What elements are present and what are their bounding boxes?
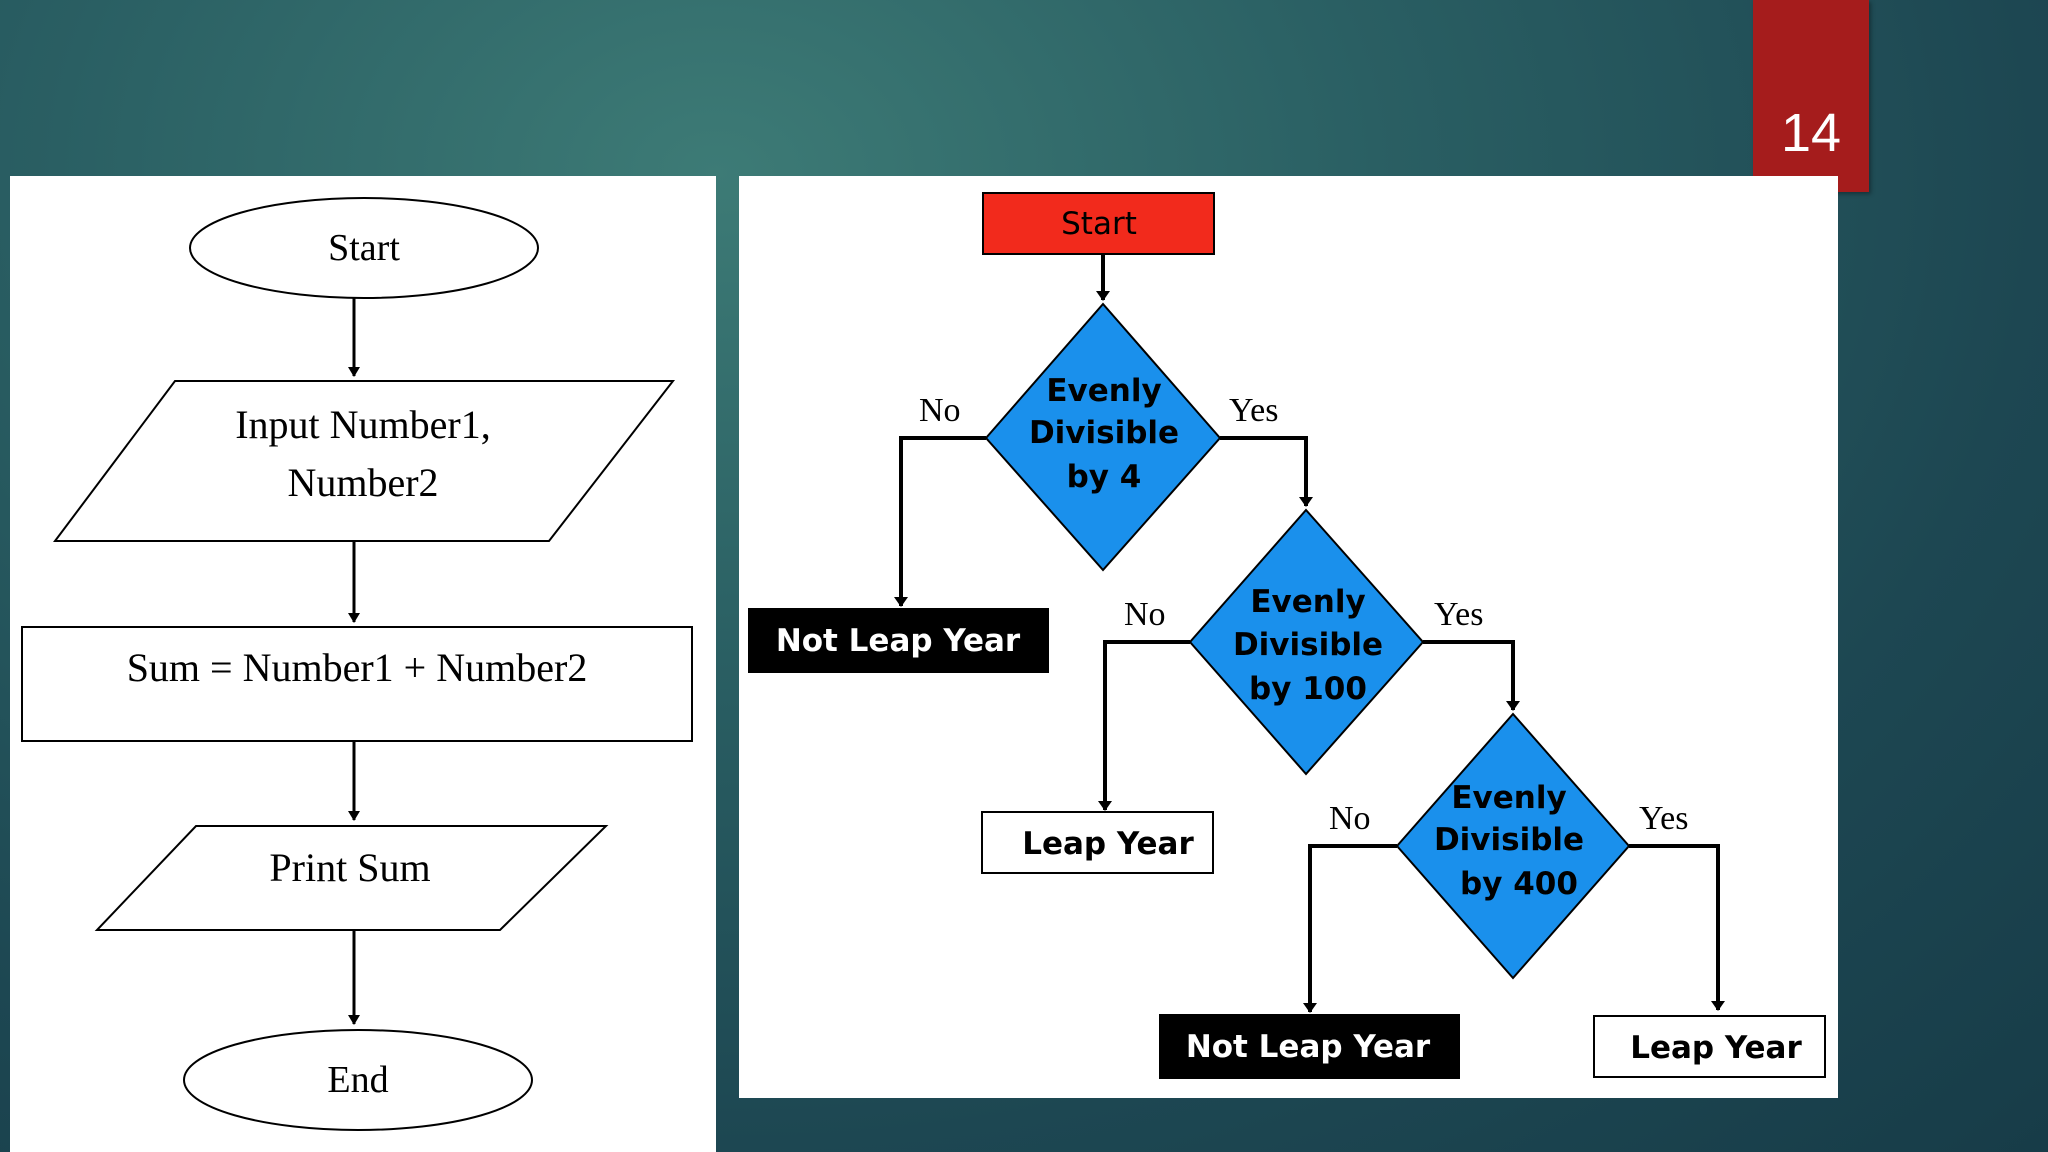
leap-year-flowchart: Start Evenly Divisible by 4 No Yes Not L… [748,192,1826,1079]
decision2-line2: Divisible [1233,627,1383,663]
decision3-line3: by 400 [1460,866,1578,902]
decision3-line2: Divisible [1434,822,1584,858]
arrow-decision3-yes [1629,844,1725,1011]
decision1-line1: Evenly [1046,373,1161,409]
decision-divisible-by-400 [1395,712,1631,980]
not-leap-year-label-1: Not Leap Year [776,623,1021,659]
decision2-yes-label: Yes [1434,596,1483,633]
decision1-line2: Divisible [1029,415,1179,451]
decision-divisible-by-100 [1188,508,1425,776]
slide-number-tab: 14 [1753,0,1869,192]
not-leap-year-box-1 [748,608,1049,673]
decision3-line1: Evenly [1451,780,1566,816]
leap-year-label-1: Leap Year [1022,826,1194,862]
leap-start-box [982,192,1215,255]
leap-year-box-1 [981,811,1214,874]
decision3-yes-label: Yes [1639,800,1688,837]
decision3-no-label: No [1329,800,1371,837]
leap-year-flowchart-panel: Start Evenly Divisible by 4 No Yes Not L… [739,176,1838,1098]
leap-year-box-2 [1593,1015,1826,1078]
arrow-decision1-yes [1220,436,1313,507]
input-label-line1: Input Number1, [235,402,491,447]
process-label: Sum = Number1 + Number2 [127,645,588,690]
decision2-no-label: No [1124,596,1166,633]
slide-number: 14 [1780,103,1842,163]
arrow-decision3-no [1303,844,1397,1013]
input-parallelogram [53,380,676,542]
sum-flowchart: Start Input Number1, Number2 Sum = Numbe… [21,197,693,1131]
decision1-line3: by 4 [1067,459,1142,495]
leap-start-label: Start [1061,206,1137,242]
arrow-decision2-no [1098,640,1190,811]
process-box [21,626,693,742]
decision1-no-label: No [919,392,961,429]
not-leap-year-box-2 [1159,1014,1460,1079]
output-label: Print Sum [269,845,430,890]
output-parallelogram [94,825,609,931]
input-label-line2: Number2 [287,460,438,505]
arrow-decision2-yes [1423,640,1520,711]
arrow-decision1-no [894,436,986,607]
not-leap-year-label-2: Not Leap Year [1186,1029,1431,1065]
decision-divisible-by-4 [984,302,1222,572]
decision2-line3: by 100 [1249,671,1367,707]
decision2-line1: Evenly [1250,584,1365,620]
decision1-yes-label: Yes [1229,392,1278,429]
end-label: End [327,1059,388,1101]
end-terminator [183,1029,533,1131]
leap-year-label-2: Leap Year [1630,1030,1802,1066]
start-label: Start [328,227,400,269]
start-terminator [189,197,539,299]
sum-flowchart-panel: Start Input Number1, Number2 Sum = Numbe… [10,176,716,1152]
